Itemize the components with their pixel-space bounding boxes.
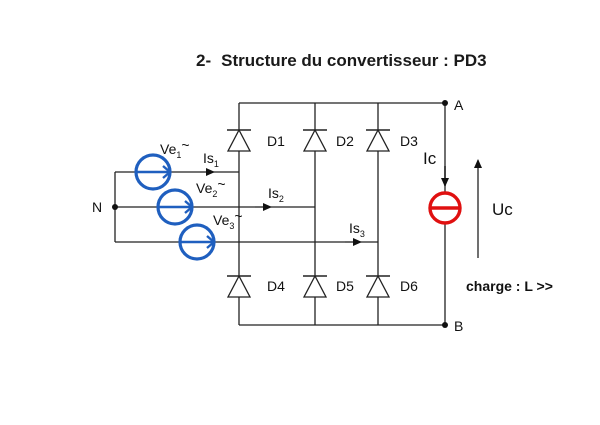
load-source-icon: [428, 191, 462, 225]
node-n-dot: [112, 204, 118, 210]
d5-label: D5: [336, 278, 354, 294]
diode-d6: [365, 274, 391, 298]
node-b-dot: [442, 322, 448, 328]
title-number: 2-: [196, 51, 212, 70]
node-a-dot: [442, 100, 448, 106]
ve3-label: Ve3~: [213, 208, 243, 231]
diagram-title: 2- Structure du convertisseur : PD3: [196, 51, 487, 71]
diode-d5: [302, 274, 328, 298]
diode-d3: [365, 128, 391, 152]
d3-label: D3: [400, 133, 418, 149]
d1-label: D1: [267, 133, 285, 149]
d4-label: D4: [267, 278, 285, 294]
node-n-label: N: [92, 199, 102, 215]
junction-dots: [112, 100, 448, 328]
diode-d4: [226, 274, 252, 298]
uc-label: Uc: [492, 200, 513, 219]
diode-d2: [302, 128, 328, 152]
node-b-label: B: [454, 318, 463, 334]
title-text: Structure du convertisseur : PD3: [221, 51, 487, 70]
node-a-label: A: [454, 97, 464, 113]
load-note: charge : L >>: [466, 278, 553, 294]
source-1-icon: [134, 153, 172, 191]
ve1-label: Ve1~: [160, 137, 190, 160]
ac-sources: [134, 153, 216, 261]
source-3-icon: [178, 223, 216, 261]
ic-label: Ic: [423, 149, 437, 168]
source-2-icon: [156, 188, 194, 226]
is2-label: Is2: [268, 185, 284, 204]
is1-label: Is1: [203, 150, 219, 169]
diode-d1: [226, 128, 252, 152]
ve2-label: Ve2~: [196, 176, 226, 199]
d6-label: D6: [400, 278, 418, 294]
d2-label: D2: [336, 133, 354, 149]
is3-label: Is3: [349, 220, 365, 239]
